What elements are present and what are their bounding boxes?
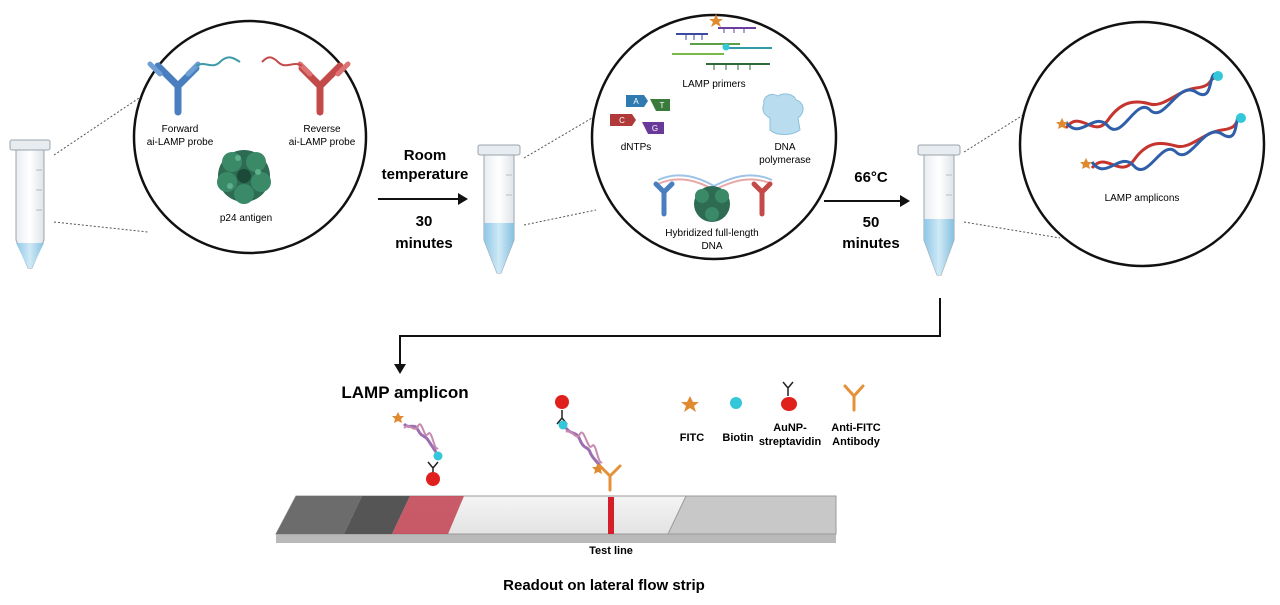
anti-fitc-antibody-legend-icon: [843, 384, 865, 412]
reverse-probe-label: Reverse: [303, 124, 341, 135]
forward-probe-icon: [147, 56, 241, 116]
dntp-t: T: [660, 101, 665, 110]
p24-antigen-label: p24 antigen: [220, 213, 272, 224]
legend-antifitc-label-2: Antibody: [832, 436, 881, 448]
test-line: [608, 497, 614, 534]
lamp-primers-label: LAMP primers: [682, 79, 745, 90]
dntps-label: dNTPs: [621, 142, 652, 153]
legend: FITC Biotin AuNP- streptavidin Anti-FITC…: [680, 381, 881, 448]
arrow1-label-4: minutes: [395, 235, 453, 252]
dntps-icon: A T C G: [610, 95, 670, 134]
arrow2-label-1: 66°C: [854, 169, 888, 186]
lamp-amplicon-title: LAMP amplicon: [341, 383, 468, 402]
tube-2: [477, 144, 521, 274]
forward-probe-label: Forward: [162, 124, 199, 135]
lamp-amplicons-label: LAMP amplicons: [1105, 193, 1180, 204]
zoom-line-1a: [53, 91, 149, 156]
arrow2-label-3: minutes: [842, 235, 900, 252]
arrow1-label-3: 30: [416, 213, 433, 230]
conjugate-pad: [344, 496, 410, 534]
hybridized-dna-label-2: DNA: [701, 241, 722, 252]
dntp-c: C: [619, 116, 625, 125]
legend-aunp-label: AuNP-: [773, 422, 807, 434]
dntp-a: A: [633, 97, 639, 106]
absorbent-pad: [667, 495, 837, 535]
forward-probe-label-2: ai-LAMP probe: [147, 137, 214, 148]
tube-1: [9, 139, 51, 269]
legend-aunp-label-2: streptavidin: [759, 436, 822, 448]
zoom-line-3a: [963, 111, 1029, 153]
hybridized-dna-label: Hybridized full-length: [665, 228, 758, 239]
dna-polymerase-label: DNA: [774, 142, 795, 153]
reverse-probe-icon: [261, 56, 351, 116]
dntp-g: G: [652, 124, 658, 133]
arrow2-label-2: 50: [863, 214, 880, 231]
zoom-circle-2: [590, 13, 838, 261]
arrow-2-head: [900, 195, 910, 207]
zoom-line-3b: [963, 221, 1061, 239]
fitc-legend-icon: [681, 396, 699, 412]
lateral-flow-strip: [275, 495, 837, 543]
readout-arrow-head: [394, 364, 406, 374]
zoom-circle-3: [1018, 20, 1266, 268]
conjugate-pad-red: [392, 496, 464, 534]
tube-3: [917, 144, 961, 276]
zoom-circle-1: [132, 19, 368, 255]
lamp-primers-icon: [672, 14, 772, 70]
lamp-amplicons-icon: [1056, 71, 1246, 171]
dna-polymerase-icon: [762, 93, 804, 135]
readout-footer: Readout on lateral flow strip: [503, 577, 705, 594]
dna-polymerase-label-2: polymerase: [759, 155, 811, 166]
p24-antigen-icon: [217, 150, 271, 204]
aunp-legend-icon: [781, 381, 797, 411]
zoom-line-2b: [523, 209, 597, 226]
legend-biotin-label: Biotin: [722, 432, 753, 444]
arrow-1-head: [458, 193, 468, 205]
arrow1-label-1: Room: [404, 147, 447, 164]
arrow1-label-2: temperature: [382, 166, 469, 183]
zoom-line-1b: [53, 221, 149, 233]
legend-antifitc-label: Anti-FITC: [831, 422, 881, 434]
hybridized-dna-icon: [653, 174, 773, 222]
amplicon-aunp-complex-icon: [392, 412, 443, 486]
zoom-line-2a: [523, 117, 593, 159]
readout-connector: [399, 298, 941, 364]
biotin-legend-icon: [730, 397, 742, 409]
legend-fitc-label: FITC: [680, 432, 704, 444]
sample-pad: [276, 496, 362, 534]
test-line-label: Test line: [589, 545, 633, 557]
reverse-probe-label-2: ai-LAMP probe: [289, 137, 356, 148]
captured-complex-icon: [555, 395, 622, 492]
